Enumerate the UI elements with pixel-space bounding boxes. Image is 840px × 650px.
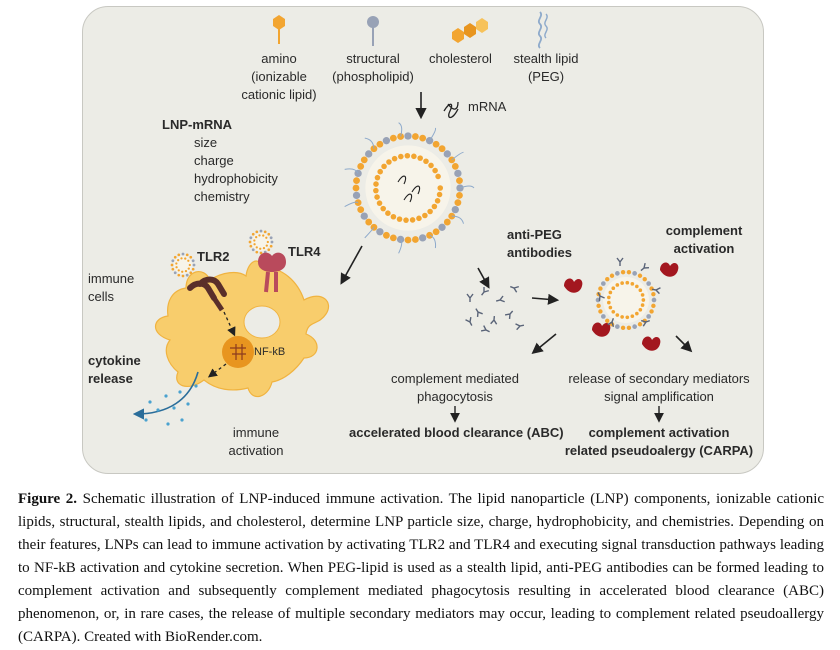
caption-text: Schematic illustration of LNP-induced im… [18,491,825,645]
legend-stealth: stealth lipid(PEG) [513,51,579,84]
antibody-cluster [465,285,525,333]
arrow-to-antibodies [477,267,490,289]
cytokine-dots [144,384,198,426]
abc-label: accelerated blood clearance (ABC) [349,425,564,440]
mrna-label: mRNA [468,99,507,114]
small-lnp-tlr2 [170,252,196,278]
lnp-properties-title: LNP-mRNA [162,117,233,132]
signal-arrow-1 [223,311,236,337]
figure-caption: Figure 2. Schematic illustration of LNP-… [18,488,824,649]
peg-lipid-icon [537,11,548,49]
mrna-icon [443,101,459,119]
complement-proteins [564,257,679,351]
arrow-to-complement [531,293,560,305]
property-chemistry: chemistry [194,189,250,204]
tlr4-label: TLR4 [288,244,321,259]
arrow-to-immune-cell [340,245,363,285]
phospholipid-icon [367,16,379,46]
nfkb-label: NF-kB [254,346,286,358]
nucleus [222,336,254,368]
caption-label: Figure 2. [18,491,78,507]
immune-cell [154,260,330,398]
amino-lipid-icon [273,15,285,44]
cholesterol-icon [452,18,488,43]
cytokine-release-arrow [132,371,199,420]
lnp-mrna-particle [344,122,475,254]
opsonized-lnp [595,269,657,331]
property-charge: charge [194,153,234,168]
legend-structural: structural(phospholipid) [332,51,414,84]
property-hydrophobicity: hydrophobicity [194,171,278,186]
arrow-to-secondary [675,335,693,353]
tlr2-receptor-icon [187,276,227,312]
legend-cholesterol: cholesterol [429,51,492,66]
tlr2-label: TLR2 [197,249,230,264]
arrow-to-phagocytosis [531,333,557,355]
tlr4-receptor-icon [258,252,286,293]
property-size: size [194,135,218,150]
diagram-canvas [132,11,693,426]
small-lnp-tlr4 [248,229,274,255]
